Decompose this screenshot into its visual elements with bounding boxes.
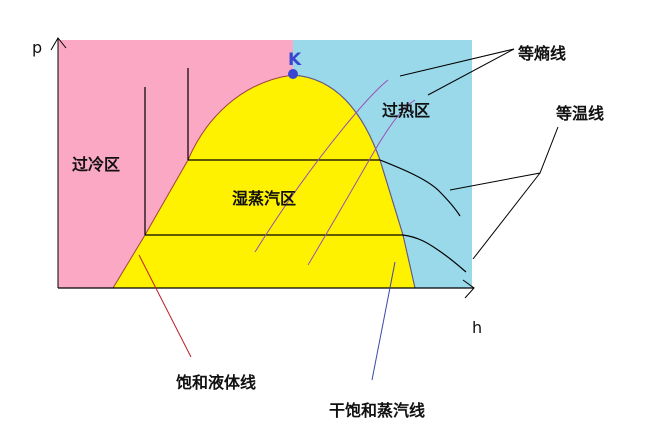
isentropic-callout-label: 等熵线 bbox=[517, 44, 566, 63]
isentropic-leader-2 bbox=[427, 48, 515, 96]
h-axis-label: h bbox=[472, 318, 482, 337]
superheated-region-label: 过热区 bbox=[382, 101, 430, 120]
p-axis-arrow-icon bbox=[50, 37, 67, 51]
saturated-liquid-callout-label: 饱和液体线 bbox=[176, 373, 256, 392]
saturated-vapor-callout-label: 干饱和蒸汽线 bbox=[329, 401, 425, 420]
isotherm-upper bbox=[188, 159, 461, 217]
isentropic-line-1 bbox=[254, 79, 389, 253]
p-axis-label: p bbox=[32, 38, 42, 57]
saturated-vapor-leader bbox=[371, 261, 396, 381]
saturated-liquid-leader bbox=[138, 254, 192, 358]
isentropic-line-2 bbox=[307, 99, 416, 266]
critical-point-label: K bbox=[288, 50, 302, 70]
isotherm-lower bbox=[145, 234, 467, 273]
isotherm-leader-2 bbox=[472, 172, 541, 260]
h-axis-arrow-icon bbox=[462, 279, 475, 299]
isotherm-callout-label: 等温线 bbox=[555, 104, 604, 123]
subcooled-region-label: 过冷区 bbox=[72, 155, 120, 174]
critical-point-marker bbox=[288, 69, 298, 79]
isentropic-leader-1 bbox=[399, 48, 515, 77]
wet-vapor-region-label: 湿蒸汽区 bbox=[231, 189, 296, 208]
